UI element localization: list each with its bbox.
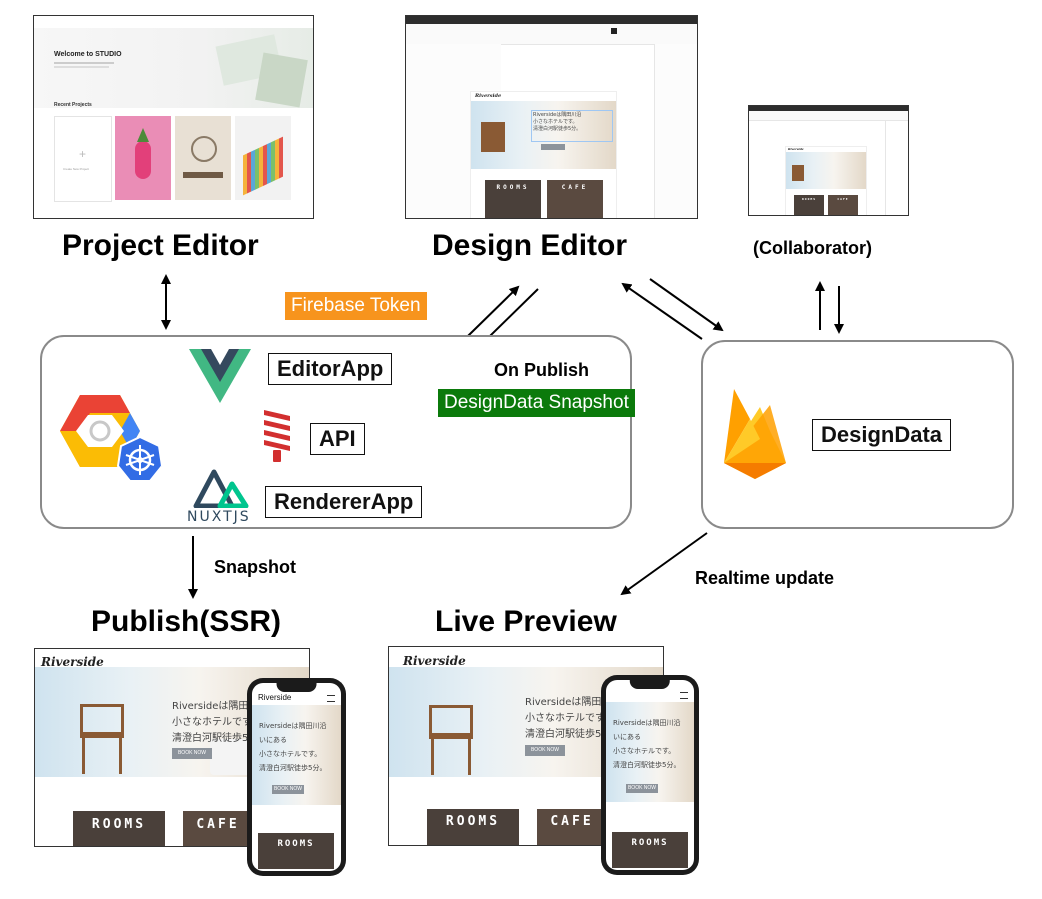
live-book-button[interactable]: BOOK NOW — [525, 745, 565, 756]
snapshot-label: Snapshot — [214, 557, 297, 577]
nuxt-icon — [193, 469, 249, 508]
publish-phone-preview: Riverside Riversideは隅田川沿 いにある 小さなホテルです。 … — [247, 678, 346, 876]
arrow-design-editor-to-designdata — [649, 278, 724, 332]
publish-phone-logo: Riverside — [258, 693, 292, 702]
live-tile-cafe[interactable]: CAFE — [537, 809, 607, 845]
gcp-icon — [60, 395, 162, 482]
publish-copy-1: Riversideは隅田川沿 — [172, 701, 269, 712]
collab-logo: Riverside — [788, 147, 804, 151]
live-logo: Riverside — [403, 654, 466, 668]
canvas-copy-3: 清澄白河駅徒歩5分。 — [533, 126, 582, 132]
editorapp-label: EditorApp — [268, 353, 393, 385]
publish-tile-cafe[interactable]: CAFE — [183, 811, 253, 846]
live-phone-copy-1: Riversideは隅田川沿 — [613, 719, 681, 727]
live-phone-tile-rooms[interactable]: ROOMS — [612, 832, 688, 868]
live-phone-copy-3: 小さなホテルです。 — [613, 747, 676, 755]
project-editor-title: Project Editor — [62, 229, 259, 262]
canvas-tile-cafe: CAFE — [547, 180, 603, 218]
designdata-label: DesignData — [812, 419, 952, 451]
live-preview-title: Live Preview — [435, 605, 617, 638]
arrow-designdata-to-design-editor — [621, 282, 703, 340]
canvas-logo: Riverside — [475, 93, 502, 99]
live-phone-copy-2: いにある — [613, 733, 641, 741]
publish-phone-copy-3: 小さなホテルです。 — [259, 750, 322, 758]
api-framework-icon — [264, 410, 290, 462]
arrow-designdata-to-live-preview — [620, 532, 708, 596]
vue-icon — [189, 349, 251, 403]
project-card-pineapple[interactable] — [115, 116, 171, 200]
canvas-copy-1: Riversideは隅田川沿 — [533, 112, 582, 118]
publish-phone-copy-1: Riversideは隅田川沿 — [259, 722, 327, 730]
recent-projects-heading: Recent Projects — [54, 102, 92, 108]
on-publish-label: On Publish — [494, 360, 590, 380]
canvas-tile-rooms: ROOMS — [485, 180, 541, 218]
publish-book-button[interactable]: BOOK NOW — [172, 748, 212, 759]
collaborator-title: (Collaborator) — [753, 238, 872, 258]
design-editor-screenshot: Riverside Riversideは隅田川沿 小さなホテルです。 清澄白河駅… — [405, 15, 698, 219]
live-copy-2: 小さなホテルです。 — [525, 713, 614, 724]
design-editor-title: Design Editor — [432, 229, 628, 262]
publish-title: Publish(SSR) — [91, 605, 282, 638]
project-card-room[interactable] — [175, 116, 231, 200]
designdata-snapshot-tag: DesignData Snapshot — [438, 389, 635, 417]
create-new-label: Create New Project — [63, 167, 90, 171]
live-copy-3: 清澄白河駅徒歩5分。 — [525, 729, 622, 740]
nuxt-wordmark: NUXTJS — [187, 509, 251, 525]
collaborator-screenshot: Riverside ROOMS CAFE — [748, 105, 909, 216]
firebase-token-tag: Firebase Token — [285, 292, 427, 320]
firebase-icon — [724, 389, 786, 479]
project-editor-screenshot: Welcome to STUDIO Recent Projects + Crea… — [33, 15, 314, 219]
live-phone-book-button[interactable]: BOOK NOW — [626, 784, 658, 793]
editor-canvas-page[interactable]: Riverside Riversideは隅田川沿 小さなホテルです。 清澄白河駅… — [470, 91, 617, 218]
live-phone-copy-4: 清澄白河駅徒歩5分。 — [613, 761, 681, 769]
collab-tile-cafe: CAFE — [828, 195, 858, 215]
publish-phone-copy-2: いにある — [259, 736, 287, 744]
api-label: API — [310, 423, 365, 455]
publish-phone-book-button[interactable]: BOOK NOW — [272, 785, 304, 794]
live-phone-preview: Riversideは隅田川沿 いにある 小さなホテルです。 清澄白河駅徒歩5分。… — [601, 675, 699, 875]
publish-logo: Riverside — [41, 655, 104, 669]
realtime-update-label: Realtime update — [695, 568, 835, 588]
welcome-heading: Welcome to STUDIO — [54, 51, 122, 58]
publish-tile-rooms[interactable]: ROOMS — [73, 811, 165, 846]
create-new-project-card[interactable]: + Create New Project — [54, 116, 112, 202]
live-tile-rooms[interactable]: ROOMS — [427, 809, 519, 845]
live-copy-1: Riversideは隅田川沿 — [525, 697, 622, 708]
collab-tile-rooms: ROOMS — [794, 195, 824, 215]
publish-phone-copy-4: 清澄白河駅徒歩5分。 — [259, 764, 327, 772]
publish-copy-2: 小さなホテルです。 — [172, 717, 261, 728]
rendererapp-label: RendererApp — [265, 486, 423, 518]
canvas-copy-2: 小さなホテルです。 — [533, 119, 578, 125]
publish-phone-tile-rooms[interactable]: ROOMS — [258, 833, 334, 869]
publish-copy-3: 清澄白河駅徒歩5分。 — [172, 733, 269, 744]
project-card-pencils[interactable] — [235, 116, 291, 200]
